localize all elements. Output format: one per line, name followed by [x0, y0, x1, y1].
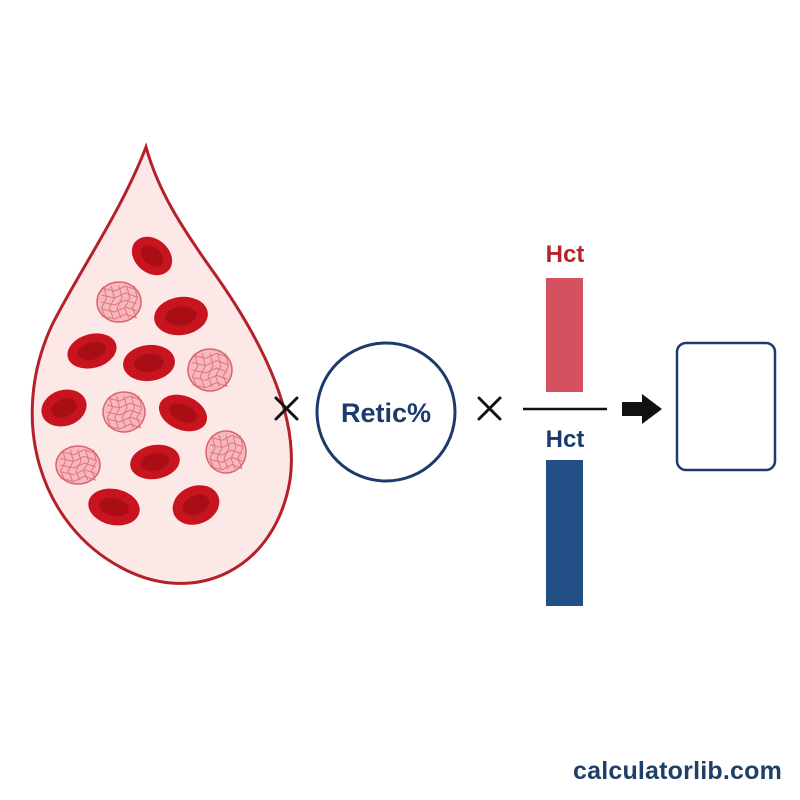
multiply-icon — [477, 396, 502, 421]
retic-percent-label: Retic% — [341, 398, 431, 428]
red-blood-cell-icon — [41, 389, 87, 427]
numerator-hct-bar — [546, 278, 583, 392]
reticulocyte-icon — [102, 391, 146, 433]
red-blood-cell-icon — [154, 296, 208, 336]
arrow-right-icon — [622, 394, 662, 424]
denominator-label: Hct — [546, 426, 585, 453]
denominator-hct-bar — [546, 460, 583, 606]
result-box — [675, 341, 777, 472]
reticulocyte-icon — [205, 430, 247, 474]
red-blood-cell-icon — [131, 236, 173, 276]
reticulocyte-icon — [96, 281, 142, 323]
red-blood-cell-icon — [130, 444, 180, 480]
numerator-label: Hct — [546, 241, 585, 268]
red-blood-cell-icon — [172, 485, 220, 525]
site-watermark: calculatorlib.com — [572, 757, 782, 785]
reticulocyte-icon — [55, 445, 101, 485]
retic-percent-circle — [315, 341, 457, 483]
red-blood-cell-icon — [123, 344, 175, 382]
red-blood-cell-icon — [67, 333, 117, 369]
cell-group — [41, 236, 247, 526]
multiply-icon — [274, 396, 299, 421]
reticulocyte-icon — [187, 348, 233, 392]
red-blood-cell-icon — [88, 488, 140, 526]
red-blood-cell-icon — [158, 394, 208, 432]
